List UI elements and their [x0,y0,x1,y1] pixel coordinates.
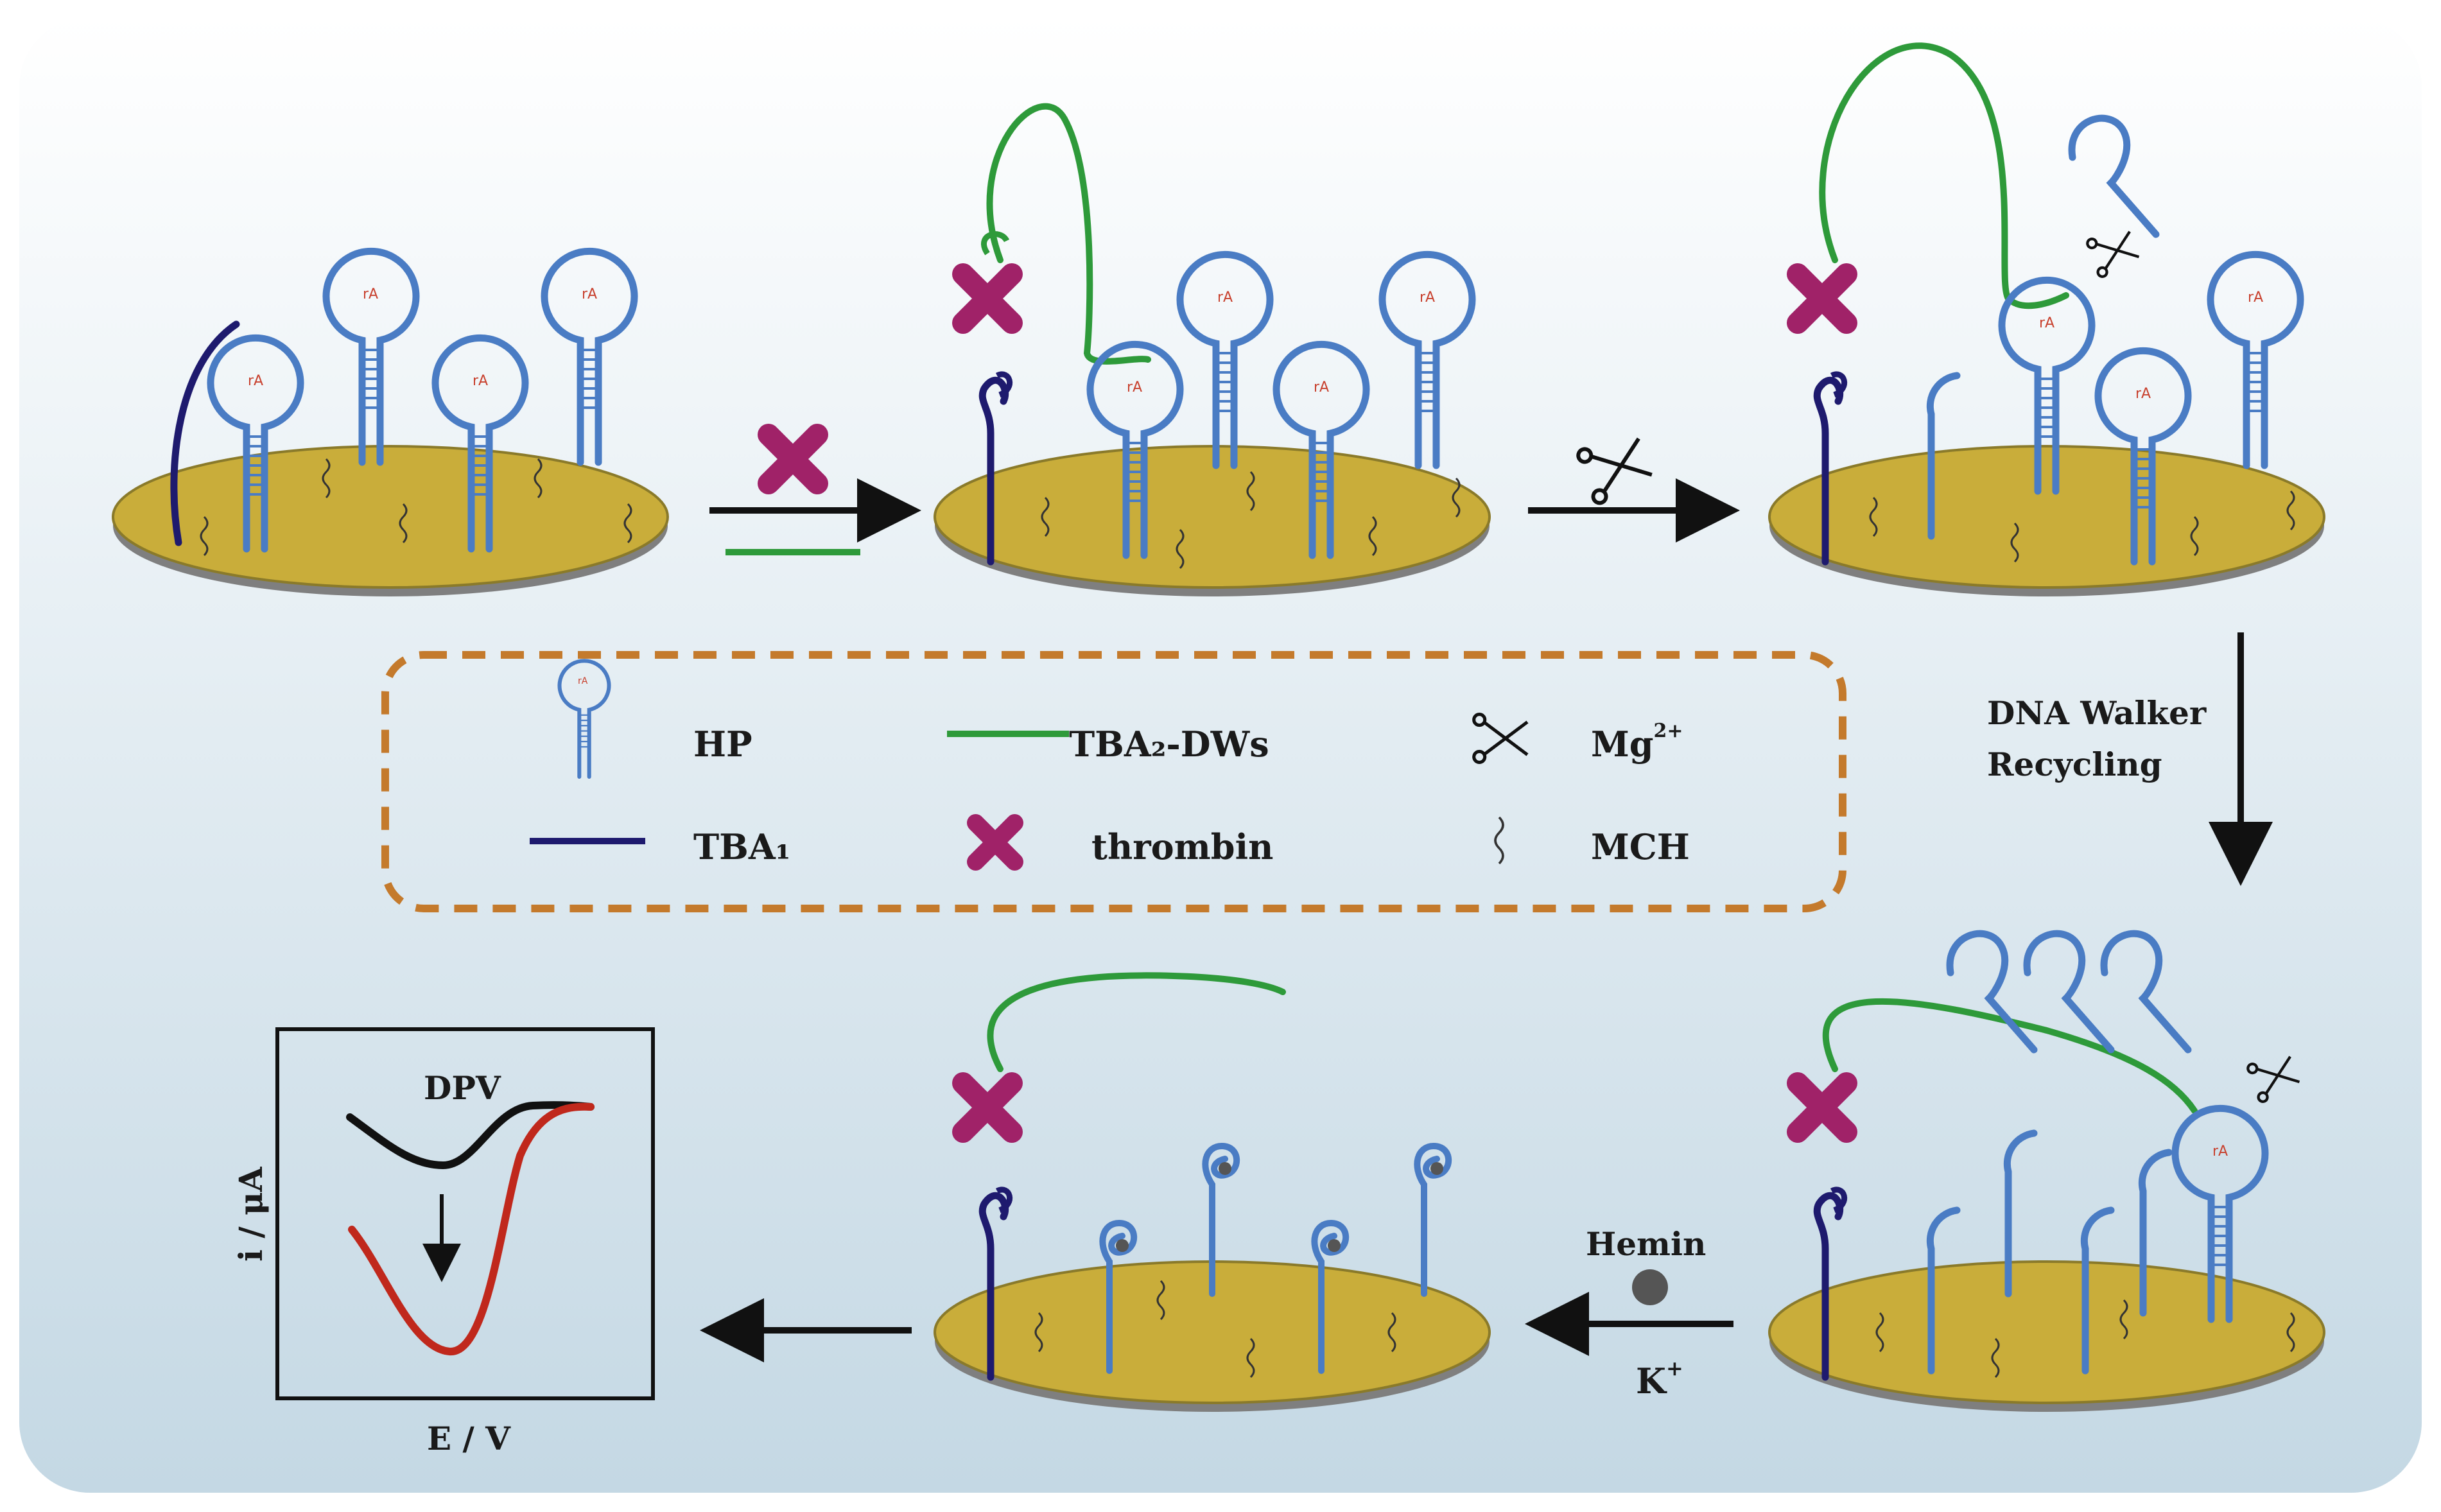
dpv-title: DPV [424,1069,501,1107]
legend-mch-label: MCH [1591,826,1690,867]
arrow-walker-recycling: DNA Walker Recycling [1987,632,2273,886]
hemin-label: Hemin [1586,1225,1706,1263]
electrode-4: rA [1768,934,2325,1413]
electrode-1: rA rA rA rA [112,251,669,598]
dpv-xlabel: E / V [427,1420,511,1457]
dpv-curve-after [348,1102,595,1355]
hp-site-label: rA [1314,379,1329,395]
dpv-plot: DPV E / V i / μA [232,1027,655,1457]
tba2-walker [987,972,1286,1072]
arrow-cleavage [1528,430,1740,543]
hp-site-label: rA [2212,1143,2228,1160]
legend-thrombin-label: thrombin [1091,826,1273,867]
electrode-2: rA rA rA rA [934,103,1491,598]
legend-hp-site: rA [578,676,588,686]
legend-mg-label: Mg2+ [1591,720,1683,765]
hemin-dot-icon [1632,1269,1668,1305]
hp-site-label: rA [363,286,378,302]
hp-site-label: rA [2248,290,2263,306]
legend-tba2-label: TBA₂-DWs [1069,724,1269,765]
arrow-add-thrombin [709,435,921,555]
hp-site-label: rA [582,286,597,302]
hp-site-label: rA [1127,379,1142,395]
electrode-5 [934,972,1491,1413]
hp-site-label: rA [2039,315,2054,331]
hp-site-label: rA [1420,290,1435,306]
arrow-hemin: Hemin K+ [1525,1225,1733,1402]
k-ion-label: K+ [1636,1356,1683,1402]
tba1-strand [170,320,240,546]
walker-label-line2: Recycling [1987,745,2162,783]
tba2-walker [1819,42,2069,309]
tba2-walker [986,103,1151,365]
walker-label-line1: DNA Walker [1987,694,2207,732]
hp-site-label: rA [473,373,488,389]
legend-hp-label: HP [693,724,752,765]
dpv-ylabel: i / μA [232,1166,270,1262]
dpv-curve-before [346,1101,595,1170]
dpv-frame [275,1027,655,1400]
legend-box [381,651,1846,912]
legend: rA HP TBA₂-DWs Mg2+ TBA₁ thrombin MCH [381,651,1846,912]
hp-site-label: rA [2135,386,2151,402]
hp-site-label: rA [248,373,263,389]
electrode-3: rA rA rA [1768,42,2325,598]
legend-tba1-label: TBA₁ [693,826,790,867]
hp-site-label: rA [1217,290,1233,306]
